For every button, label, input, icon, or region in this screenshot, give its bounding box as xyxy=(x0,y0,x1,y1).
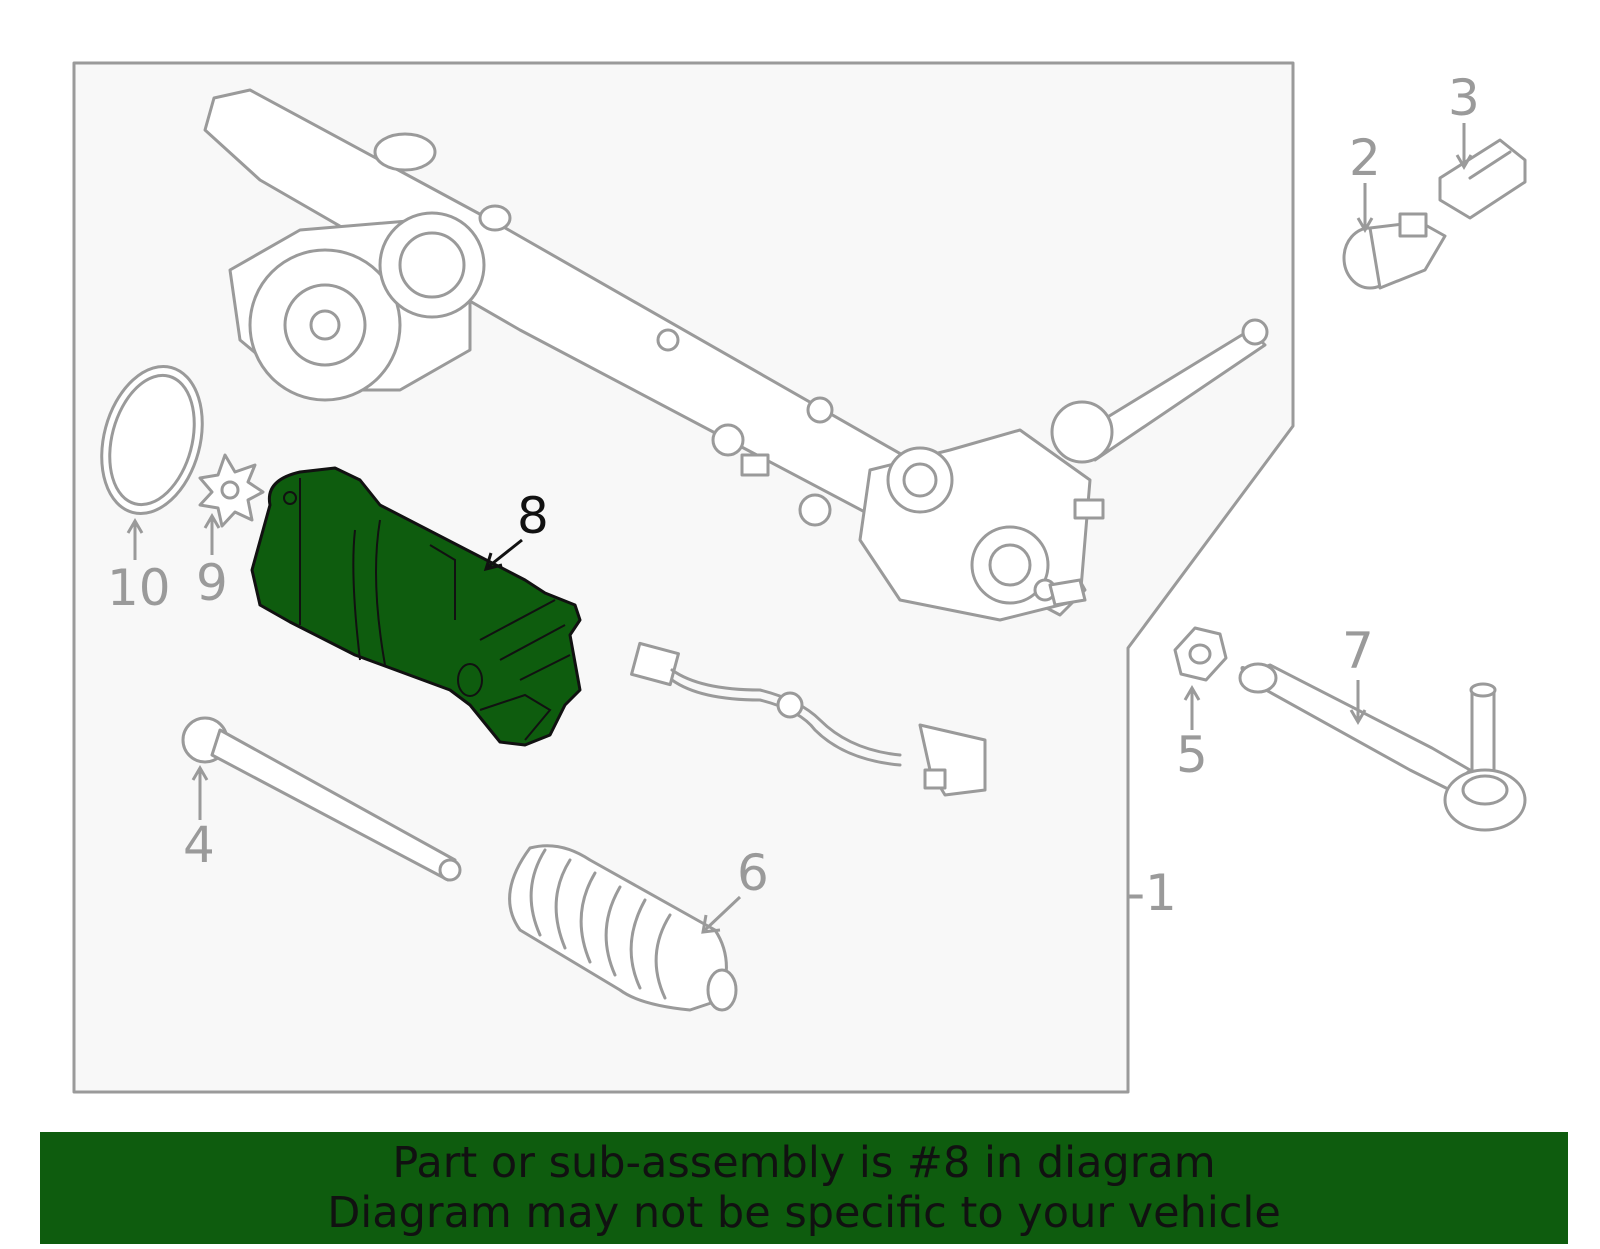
callout-label-3: 3 xyxy=(1448,69,1480,127)
callout-label-10: 10 xyxy=(107,559,171,617)
callout-label-6: 6 xyxy=(737,844,769,902)
banner-line-disclaimer: Diagram may not be specific to your vehi… xyxy=(327,1188,1281,1238)
callout-label-5: 5 xyxy=(1176,726,1208,784)
callout-label-9: 9 xyxy=(196,554,228,612)
callout-label-8: 8 xyxy=(517,487,549,545)
banner-line-part-number: Part or sub-assembly is #8 in diagram xyxy=(392,1138,1216,1188)
callout-label-2: 2 xyxy=(1349,129,1381,187)
part-7-outer-tie-rod-end xyxy=(1238,662,1527,832)
part-6-bellows-boot xyxy=(508,844,738,1012)
callout-label-7: 7 xyxy=(1342,622,1374,680)
part-4-inner-tie-rod xyxy=(181,716,462,882)
callout-label-1: -1 xyxy=(1127,864,1177,922)
wiring-harness-part xyxy=(630,641,987,797)
part-10-o-ring xyxy=(100,364,204,516)
info-banner: Part or sub-assembly is #8 in diagram Di… xyxy=(40,1132,1568,1244)
callout-label-4: 4 xyxy=(183,816,215,874)
part-9-coupling xyxy=(198,453,265,528)
part-5-nut xyxy=(1173,626,1228,682)
part-8-motor-highlighted xyxy=(250,466,582,747)
part-3-cap xyxy=(1438,138,1527,220)
callout-arrows xyxy=(126,123,1473,934)
steering-rack-part xyxy=(203,88,1269,622)
part-2-clip xyxy=(1342,212,1447,290)
